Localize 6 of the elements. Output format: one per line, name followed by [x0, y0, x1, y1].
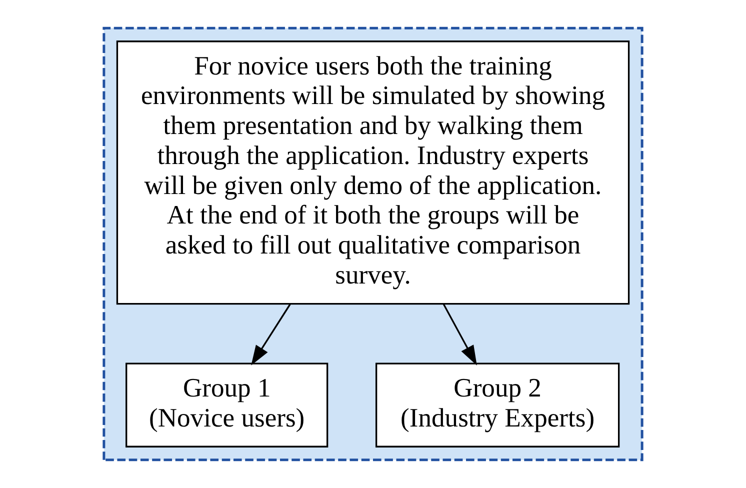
- node-box: Group 2 (Industry Experts): [376, 362, 620, 448]
- node-box: For novice users both the training environments will be simulated by showing them presentation and by walking them through the application. Industry experts will be given only demo of the application. At the end of it both the groups will be asked to fill out qualitative comparison survey.: [116, 40, 630, 305]
- arrow: [442, 304, 477, 366]
- cluster: [102, 26, 644, 462]
- arrow: [251, 304, 291, 366]
- node-box: Group 1 (Novice users): [126, 362, 328, 448]
